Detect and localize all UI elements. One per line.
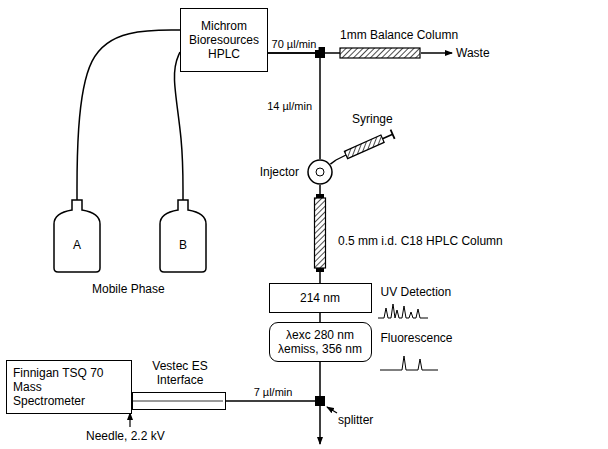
flow-rate-label: 7 µl/min bbox=[252, 386, 295, 398]
es-interface: Vestec ES Interface bbox=[132, 392, 226, 410]
box-text: λemiss, 356 nm bbox=[278, 342, 362, 356]
box-text: B bbox=[179, 238, 187, 252]
flow-rate-label: 70 µl/min bbox=[270, 38, 319, 50]
part-label: 1mm Balance Column bbox=[340, 28, 458, 42]
tubing-line bbox=[330, 160, 336, 164]
split-outlet-arrow bbox=[319, 406, 321, 444]
part-label: Injector bbox=[260, 165, 299, 179]
box-text: 214 nm bbox=[300, 291, 340, 305]
c18-column: 0.5 mm i.d. C18 HPLC Column bbox=[314, 194, 326, 272]
tubing-line bbox=[77, 30, 180, 200]
solvent-bottle: A bbox=[52, 200, 102, 272]
syringe-outline bbox=[336, 128, 404, 160]
c18-column-outline bbox=[314, 194, 326, 272]
waste-label: Waste bbox=[456, 46, 490, 60]
solvent-bottle: B bbox=[158, 200, 208, 272]
tubing-line bbox=[319, 313, 321, 322]
tubing-line bbox=[226, 362, 320, 401]
uv-trace bbox=[378, 304, 428, 318]
waste-arrow bbox=[421, 52, 452, 54]
part-label: 0.5 mm i.d. C18 HPLC Column bbox=[338, 234, 503, 248]
box-text: A bbox=[73, 238, 81, 252]
solvent-bottle-outline bbox=[158, 200, 208, 272]
balance-column: 1mm Balance Column bbox=[340, 48, 420, 58]
fluorescence-detector: λexc 280 nmλemiss, 356 nmFluorescence bbox=[269, 322, 372, 362]
needle-pointer bbox=[129, 413, 130, 427]
mass-spectrometer: Finnigan TSQ 70 Mass Spectrometer bbox=[6, 360, 132, 414]
box-text: Michrom Bioresources HPLC bbox=[186, 19, 262, 61]
splitter-label: splitter bbox=[338, 413, 373, 427]
injector-valve: Injector bbox=[307, 159, 333, 185]
hplc-pump-box: Michrom Bioresources HPLC bbox=[180, 8, 268, 72]
injector-valve-outline bbox=[307, 159, 333, 185]
part-label: Fluorescence bbox=[381, 331, 453, 345]
fluorescence-trace bbox=[380, 356, 438, 370]
splitter-pointer bbox=[327, 407, 337, 413]
flow-rate-label: 14 µl/min bbox=[265, 100, 314, 112]
needle-label: Needle, 2.2 kV bbox=[86, 429, 165, 443]
solvent-bottle-outline bbox=[52, 200, 102, 272]
tubing-line bbox=[174, 52, 183, 200]
balance-column-outline bbox=[340, 48, 420, 58]
part-label: Vestec ES Interface bbox=[143, 359, 217, 387]
es-interface-outline bbox=[133, 393, 225, 409]
mobile-phase-label: Mobile Phase bbox=[92, 282, 165, 296]
tubing-line bbox=[319, 272, 321, 283]
uv-detector: 214 nmUV Detection bbox=[269, 283, 372, 313]
syringe: Syringe bbox=[336, 128, 404, 160]
part-label: UV Detection bbox=[381, 285, 452, 299]
part-label: Syringe bbox=[352, 112, 393, 126]
box-text: Finnigan TSQ 70 Mass Spectrometer bbox=[13, 366, 113, 408]
box-text: λexc 280 nm bbox=[286, 328, 354, 342]
tubing-line bbox=[319, 185, 321, 194]
